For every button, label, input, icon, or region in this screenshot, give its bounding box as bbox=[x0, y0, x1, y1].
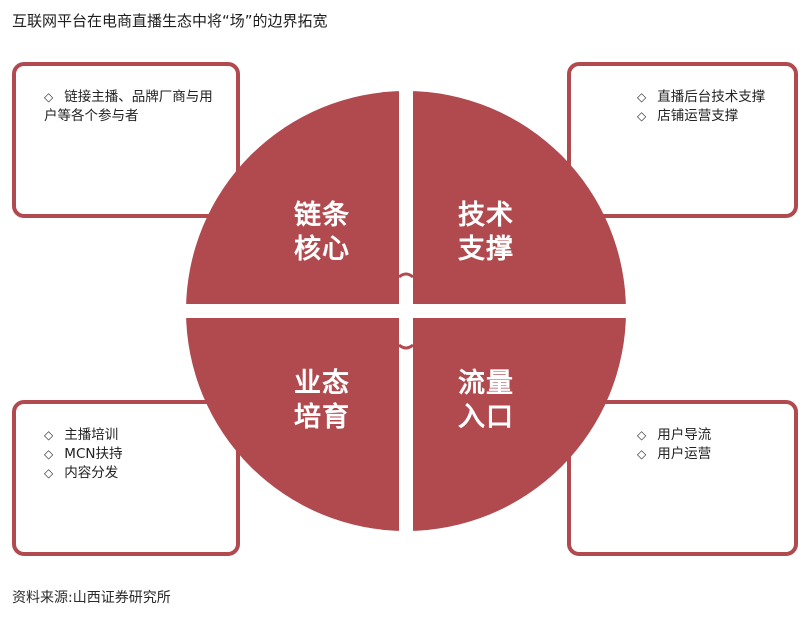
list-item: ◇ 内容分发 bbox=[44, 464, 122, 483]
source-note: 资料来源:山西证券研究所 bbox=[12, 590, 171, 606]
list-item: ◇ 用户运营 bbox=[637, 445, 711, 464]
info-box-tech-support: ◇ 直播后台技术支撑 ◇ 店铺运营支撑 bbox=[567, 62, 798, 218]
info-box-content: ◇ 直播后台技术支撑 ◇ 店铺运营支撑 bbox=[637, 88, 765, 126]
diamond-outline-icon: ◇ bbox=[44, 428, 54, 442]
info-box-content: ◇ 链接主播、品牌厂商与用户等各个参与者 bbox=[44, 88, 224, 126]
list-item-text: 内容分发 bbox=[64, 465, 119, 481]
list-item: ◇ 主播培训 bbox=[44, 426, 122, 445]
info-box-content: ◇ 主播培训 ◇ MCN扶持 ◇ 内容分发 bbox=[44, 426, 122, 483]
diamond-outline-icon: ◇ bbox=[44, 466, 54, 480]
info-box-content: ◇ 用户导流 ◇ 用户运营 bbox=[637, 426, 711, 464]
quadrant-label-line: 核心 bbox=[294, 234, 350, 265]
info-box-traffic-entry: ◇ 用户导流 ◇ 用户运营 bbox=[567, 400, 798, 556]
quadrant-label-line: 流量 bbox=[458, 368, 514, 399]
list-item: ◇ 链接主播、品牌厂商与用户等各个参与者 bbox=[44, 88, 224, 126]
diamond-outline-icon: ◇ bbox=[637, 428, 647, 442]
diamond-outline-icon: ◇ bbox=[637, 447, 647, 461]
list-item-text: 用户运营 bbox=[657, 446, 712, 462]
diamond-outline-icon: ◇ bbox=[44, 447, 54, 461]
diamond-outline-icon: ◇ bbox=[44, 90, 54, 104]
quadrant-top-right bbox=[413, 91, 626, 304]
diagram-title: 互联网平台在电商直播生态中将“场”的边界拓宽 bbox=[12, 12, 328, 30]
list-item-text: MCN扶持 bbox=[64, 446, 123, 462]
quadrant-circle: 链条 核心 技术 支撑 业态 培育 流量 入口 bbox=[186, 91, 626, 531]
list-item-text: 直播后台技术支撑 bbox=[657, 89, 766, 105]
diamond-outline-icon: ◇ bbox=[637, 90, 647, 104]
quadrant-label-line: 入口 bbox=[458, 402, 514, 433]
diamond-outline-icon: ◇ bbox=[637, 109, 647, 123]
list-item-text: 链接主播、品牌厂商与用户等各个参与者 bbox=[44, 89, 213, 124]
quadrant-label-line: 支撑 bbox=[458, 234, 514, 265]
list-item: ◇ 店铺运营支撑 bbox=[637, 107, 765, 126]
quadrant-label-line: 业态 bbox=[294, 368, 350, 399]
list-item-text: 主播培训 bbox=[64, 427, 119, 443]
quadrant-top-left bbox=[186, 91, 399, 304]
list-item: ◇ 用户导流 bbox=[637, 426, 711, 445]
quadrant-label-line: 链条 bbox=[294, 200, 350, 231]
list-item-text: 店铺运营支撑 bbox=[657, 108, 739, 124]
quadrant-label-line: 培育 bbox=[294, 402, 350, 433]
quadrant-label-line: 技术 bbox=[458, 200, 514, 231]
list-item: ◇ MCN扶持 bbox=[44, 445, 122, 464]
quadrant-label-traffic-entry: 流量 入口 bbox=[426, 367, 546, 435]
info-box-business-cultivation: ◇ 主播培训 ◇ MCN扶持 ◇ 内容分发 bbox=[12, 400, 240, 556]
list-item-text: 用户导流 bbox=[657, 427, 712, 443]
quadrant-label-tech-support: 技术 支撑 bbox=[426, 199, 546, 267]
quadrant-label-business-cultivation: 业态 培育 bbox=[262, 367, 382, 435]
quadrant-label-chain-core: 链条 核心 bbox=[262, 199, 382, 267]
quadrant-circle-graphic bbox=[186, 91, 626, 531]
info-box-chain-core: ◇ 链接主播、品牌厂商与用户等各个参与者 bbox=[12, 62, 240, 218]
list-item: ◇ 直播后台技术支撑 bbox=[637, 88, 765, 107]
